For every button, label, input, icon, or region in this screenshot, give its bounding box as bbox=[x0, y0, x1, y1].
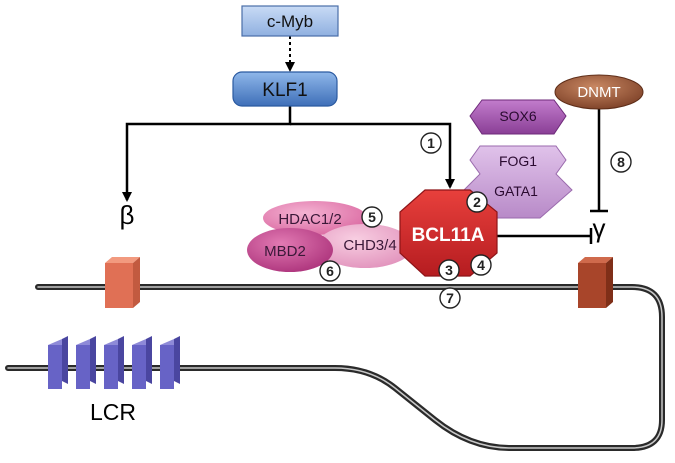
svg-text:1: 1 bbox=[427, 135, 435, 151]
lcr-boxes bbox=[48, 336, 180, 389]
cmyb-label: c-Myb bbox=[267, 12, 313, 31]
dna-strand bbox=[5, 284, 665, 451]
dnmt-node: DNMT bbox=[554, 74, 644, 110]
lcr-box-4 bbox=[132, 336, 152, 389]
chd-shape bbox=[317, 224, 413, 268]
marker-4: 4 bbox=[470, 254, 492, 276]
lcr-box-5 bbox=[160, 336, 180, 389]
beta-gene-label: β bbox=[120, 200, 135, 230]
marker-5: 5 bbox=[361, 206, 383, 228]
lcr-box-3 bbox=[104, 336, 124, 389]
nurd-complex: HDAC1/2 MBD2 CHD3/4 bbox=[247, 201, 413, 272]
svg-text:5: 5 bbox=[368, 209, 376, 225]
klf1-node: KLF1 bbox=[232, 71, 338, 107]
fog1-gata1-complex: FOG1 GATA1 bbox=[463, 145, 573, 219]
hdac-shape bbox=[263, 201, 367, 235]
svg-text:2: 2 bbox=[473, 194, 481, 210]
dnmt-label: DNMT bbox=[577, 84, 620, 101]
lcr-label: LCR bbox=[90, 399, 136, 425]
chd-label: CHD3/4 bbox=[343, 237, 396, 254]
gata1-label: GATA1 bbox=[494, 183, 538, 199]
marker-6: 6 bbox=[319, 260, 341, 282]
klf1-to-beta-arrow bbox=[122, 106, 292, 202]
marker-2: 2 bbox=[466, 191, 488, 213]
gamma-gene-box bbox=[578, 257, 613, 308]
sox6-node: SOX6 bbox=[469, 99, 567, 135]
svg-text:8: 8 bbox=[617, 154, 625, 170]
marker-7: 7 bbox=[439, 287, 461, 309]
hdac-label: HDAC1/2 bbox=[278, 211, 341, 228]
mbd2-shape bbox=[247, 228, 333, 272]
lcr-box-1 bbox=[48, 336, 68, 389]
beta-gene-box bbox=[105, 257, 140, 308]
marker-1: 1 bbox=[420, 132, 442, 154]
svg-text:3: 3 bbox=[445, 262, 453, 278]
regulatory-connectors bbox=[122, 36, 608, 244]
svg-text:4: 4 bbox=[477, 257, 485, 273]
sox6-label: SOX6 bbox=[499, 108, 537, 124]
svg-text:7: 7 bbox=[446, 290, 454, 306]
mbd2-label: MBD2 bbox=[264, 243, 306, 260]
marker-3: 3 bbox=[438, 259, 460, 281]
cmyb-node: c-Myb bbox=[241, 5, 339, 37]
fog1-label: FOG1 bbox=[499, 153, 537, 169]
lcr-box-2 bbox=[76, 336, 96, 389]
bcl11a-label: BCL11A bbox=[412, 225, 485, 246]
marker-8: 8 bbox=[610, 151, 632, 173]
klf1-to-bcl11a-arrow bbox=[290, 122, 455, 189]
svg-text:6: 6 bbox=[326, 263, 334, 279]
gamma-gene-label: γ bbox=[593, 213, 606, 243]
klf1-label: KLF1 bbox=[262, 80, 307, 101]
